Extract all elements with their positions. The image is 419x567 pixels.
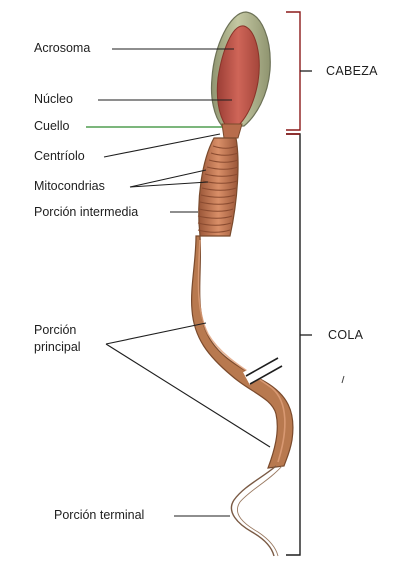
pointer-mitocondrias-2 bbox=[129, 181, 209, 188]
midpiece bbox=[198, 137, 239, 237]
pointer-principal-1 bbox=[105, 322, 207, 345]
tail-terminal-piece bbox=[230, 465, 277, 557]
label-nucleo: Núcleo bbox=[34, 92, 73, 106]
tail-break-marks bbox=[243, 353, 285, 385]
label-centriolo: Centríolo bbox=[34, 149, 85, 163]
tail-principal-piece bbox=[191, 235, 294, 469]
bracket-cabeza bbox=[286, 11, 301, 131]
pointer-principal-2 bbox=[105, 343, 271, 448]
bracket-cola bbox=[286, 133, 301, 556]
label-cola: COLA bbox=[328, 328, 364, 342]
tail-terminal-piece-2 bbox=[237, 465, 283, 557]
label-mitocondrias: Mitocondrias bbox=[34, 179, 105, 193]
stray-mark bbox=[341, 375, 345, 384]
label-porcion-principal-line2: principal bbox=[34, 340, 81, 354]
tail-core-line bbox=[197, 239, 286, 463]
pointer-mitocondrias-1 bbox=[129, 169, 207, 188]
label-cabeza: CABEZA bbox=[326, 64, 378, 78]
label-porcion-terminal: Porción terminal bbox=[54, 508, 145, 522]
pointer-lines bbox=[98, 48, 271, 517]
label-porcion-intermedia: Porción intermedia bbox=[34, 205, 139, 219]
pointer-centriolo bbox=[103, 133, 221, 158]
label-acrosoma: Acrosoma bbox=[34, 41, 91, 55]
neck bbox=[221, 123, 243, 139]
mitochondrial-rings bbox=[197, 145, 239, 233]
label-porcion-principal-line1: Porción bbox=[34, 323, 77, 337]
label-cuello: Cuello bbox=[34, 119, 70, 133]
